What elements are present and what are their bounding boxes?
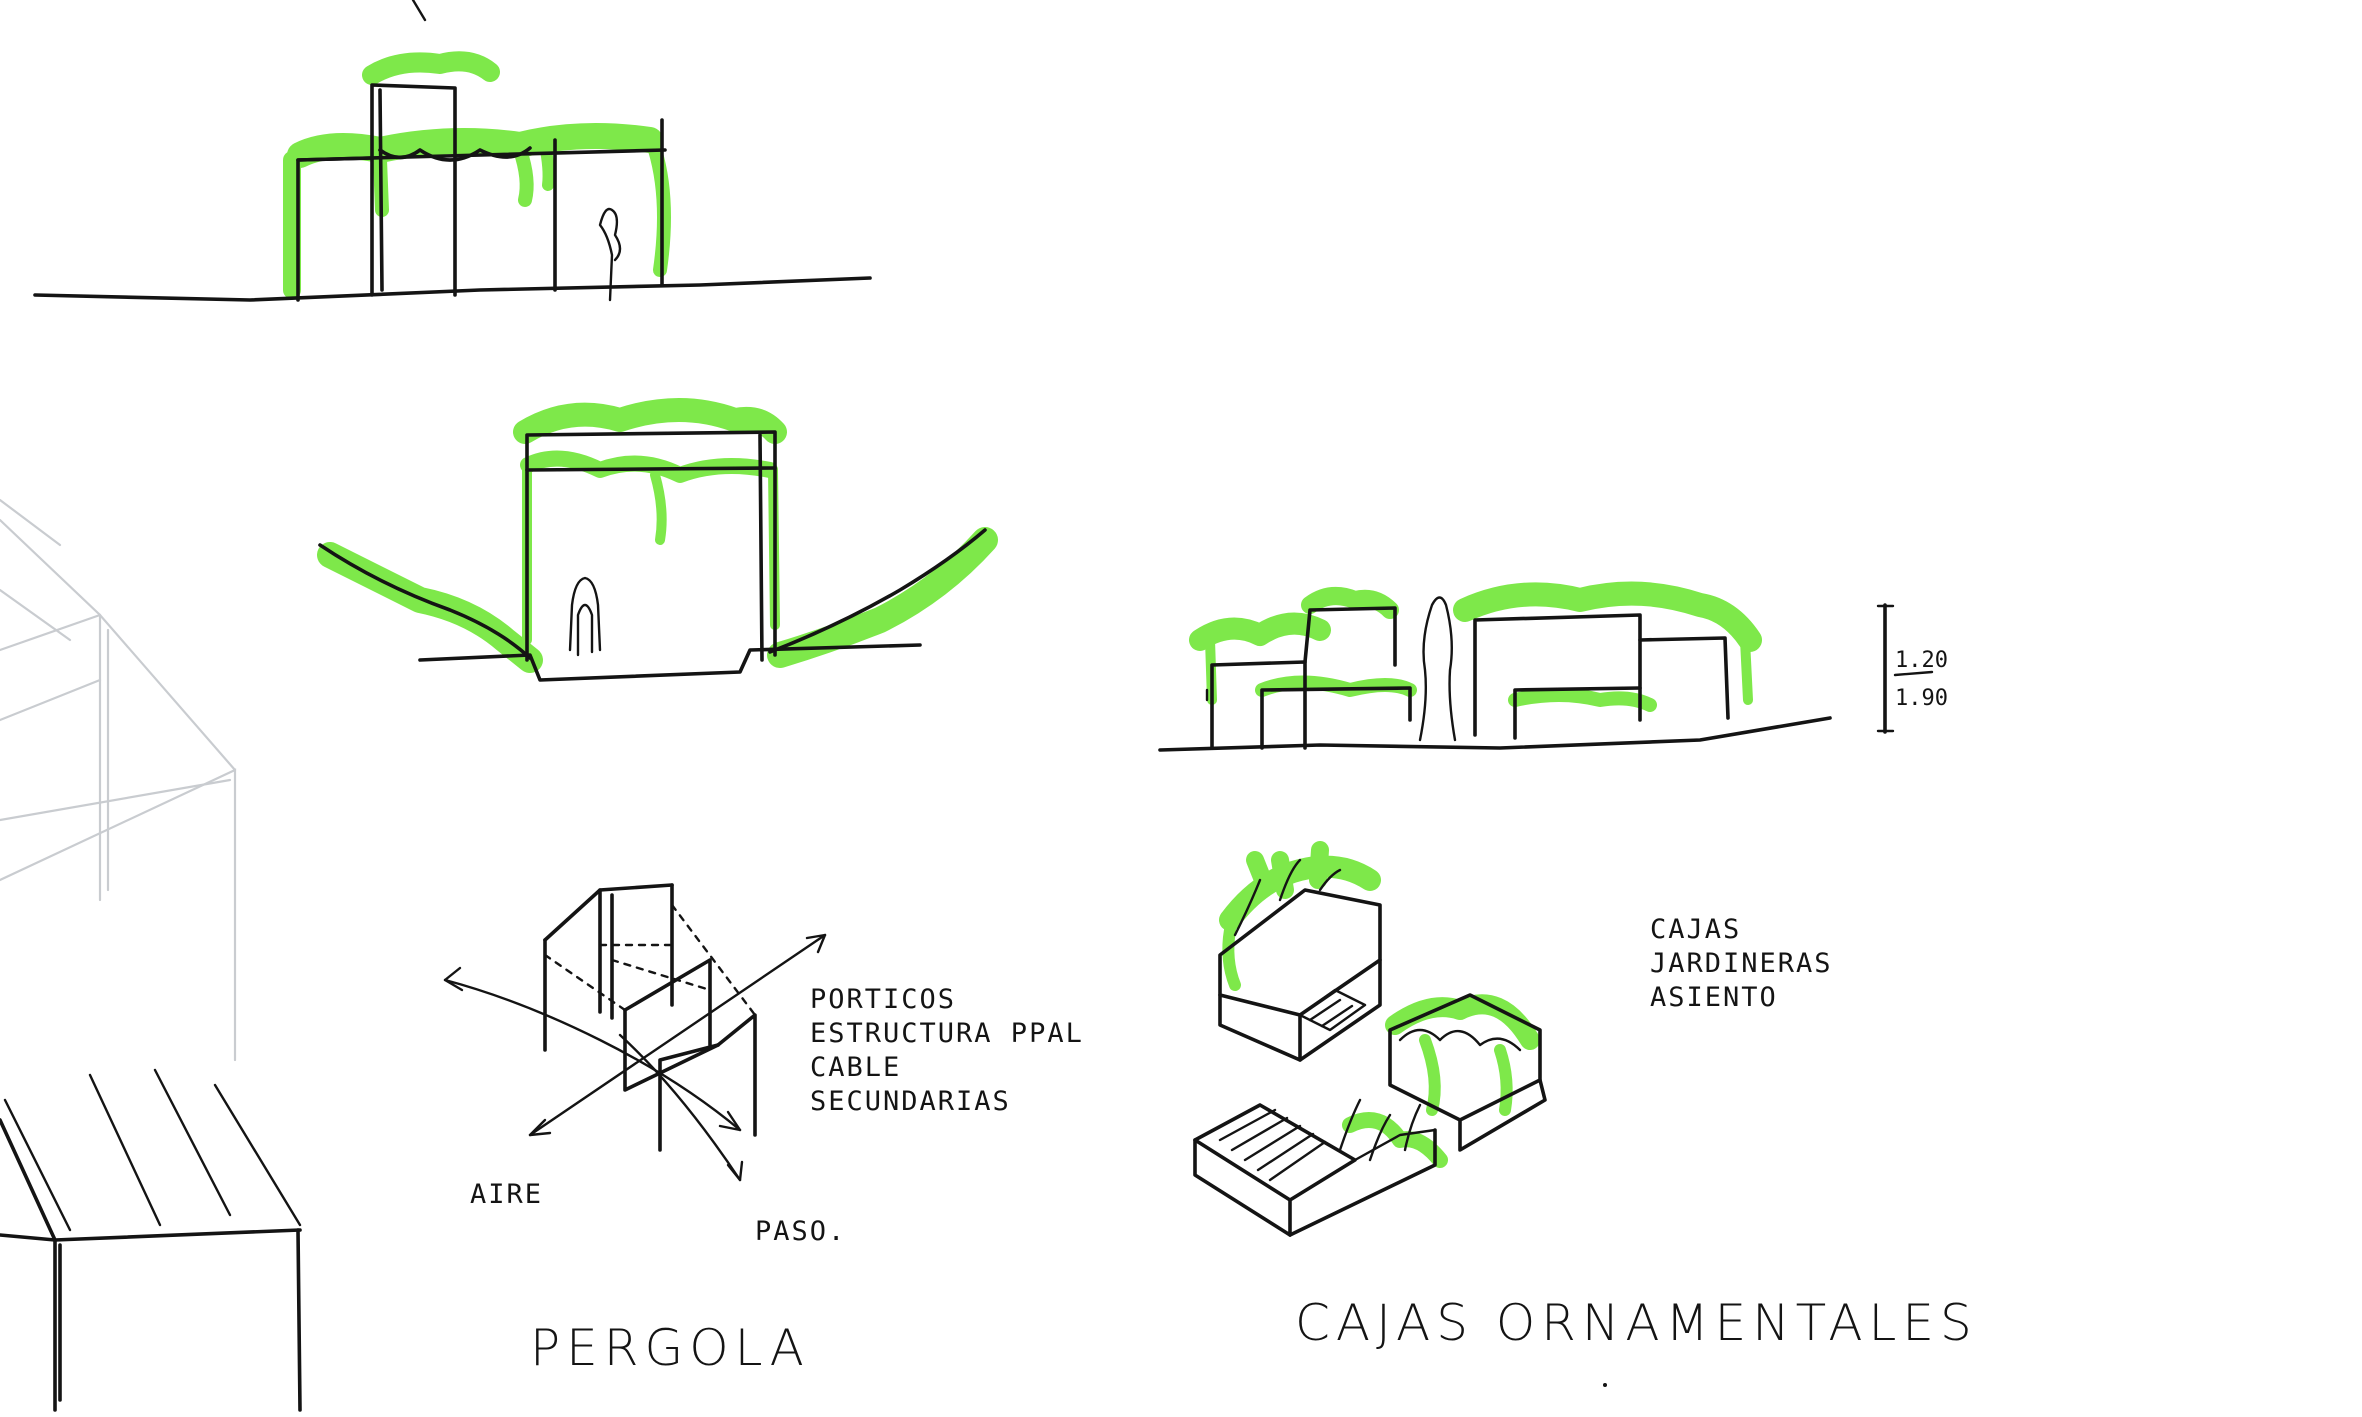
cajas-note-1: CAJAS bbox=[1650, 914, 1741, 945]
pergola-note-4: SECUNDARIAS bbox=[810, 1086, 1011, 1117]
dimension-lower: 1.90 bbox=[1895, 686, 1948, 711]
pergola-title: PERGOLA bbox=[530, 1319, 810, 1377]
pergola-note-3: CABLE bbox=[810, 1052, 901, 1083]
pergola-perspective bbox=[0, 1068, 302, 1412]
elevation-pergola-frames bbox=[33, 0, 872, 302]
axis-label-path: PASO. bbox=[755, 1216, 846, 1247]
green-vegetation-mid bbox=[317, 398, 998, 673]
ornamental-boxes-axonometric: CAJAS JARDINERAS ASIENTO bbox=[1193, 841, 1833, 1237]
elevation-ornamental-boxes: 1.20 1.90 bbox=[1158, 581, 1948, 752]
section-planted-banks bbox=[317, 398, 998, 682]
dimension-upper: 1.20 bbox=[1895, 648, 1948, 673]
green-vegetation-top bbox=[283, 51, 671, 299]
dimension-marker: 1.20 1.90 bbox=[1876, 603, 1948, 734]
cajas-note-3: ASIENTO bbox=[1650, 982, 1778, 1013]
axis-label-air: AIRE bbox=[470, 1179, 543, 1210]
cajas-title: CAJAS ORNAMENTALES bbox=[1295, 1294, 1978, 1352]
pergola-axonometric: PORTICOS ESTRUCTURA PPAL CABLE SECUNDARI… bbox=[443, 883, 1084, 1247]
ink-dot bbox=[1603, 1383, 1607, 1387]
pencil-pergola-sketch bbox=[0, 498, 237, 1062]
pergola-note-2: ESTRUCTURA PPAL bbox=[810, 1018, 1084, 1049]
pergola-note-1: PORTICOS bbox=[810, 984, 956, 1015]
cajas-note-2: JARDINERAS bbox=[1650, 948, 1833, 979]
